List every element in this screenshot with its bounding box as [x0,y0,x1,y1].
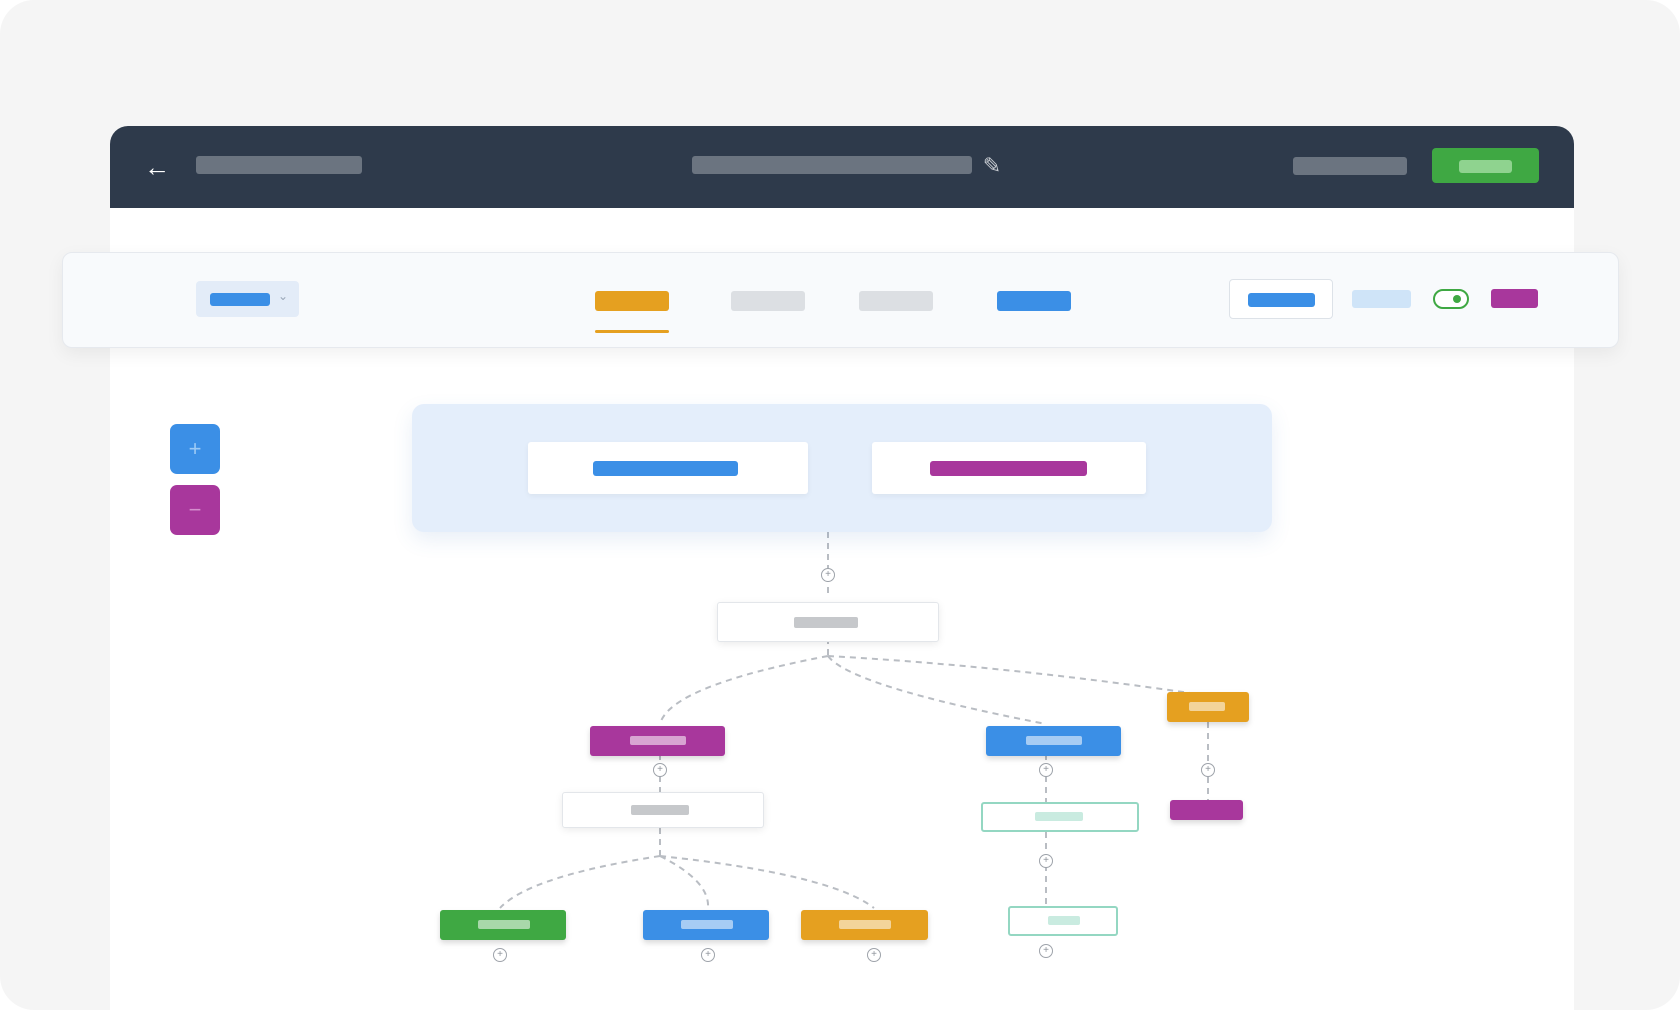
view-dropdown-value [210,293,270,306]
flow-node-action[interactable] [440,910,566,940]
trigger-card-primary[interactable] [528,442,808,494]
add-step-button[interactable]: + [653,763,667,777]
chevron-down-icon: ⌄ [278,289,289,303]
save-status[interactable] [1293,157,1407,175]
add-step-button[interactable]: + [1039,944,1053,958]
add-step-button[interactable]: + [1039,763,1053,777]
workflow-title[interactable] [692,156,972,174]
flow-node-label [1026,736,1082,745]
tab-active[interactable] [595,291,669,311]
breadcrumb[interactable] [196,156,362,174]
flow-node-condition[interactable] [562,792,764,828]
add-step-button[interactable]: + [493,948,507,962]
tab[interactable] [997,291,1071,311]
flow-node-label [794,617,858,628]
publish-button-label [1459,160,1512,173]
add-step-button[interactable]: + [701,948,715,962]
flow-node-action[interactable] [1170,800,1243,820]
flow-node-label [839,920,891,929]
tab[interactable] [731,291,805,311]
view-dropdown[interactable]: ⌄ [196,281,299,317]
flow-node-label [681,920,733,929]
flow-node-outline[interactable] [981,802,1139,832]
pencil-icon[interactable]: ✎ [982,153,1002,178]
flow-node-action[interactable] [643,910,769,940]
toolbar-button[interactable] [1229,279,1333,319]
flow-node-label [1048,916,1080,925]
flow-node-action[interactable] [801,910,928,940]
trigger-card-label [930,461,1087,476]
back-arrow-icon[interactable]: ← [144,152,170,182]
flow-node-action[interactable] [986,726,1121,756]
flow-node-label [1189,702,1225,711]
zoom-in-button[interactable]: + [170,424,220,474]
add-step-button[interactable]: + [867,948,881,962]
flow-node-label [631,805,689,815]
trigger-card-secondary[interactable] [872,442,1146,494]
add-step-button[interactable]: + [821,568,835,582]
trigger-card-label [593,461,738,476]
flow-node-label [1035,812,1083,821]
add-step-button[interactable]: + [1201,763,1215,777]
flow-node-condition[interactable] [717,602,939,642]
flow-connectors [499,532,1211,909]
toolbar-chip[interactable] [1352,290,1411,308]
toggle-knob [1453,295,1461,303]
add-step-button[interactable]: + [1039,854,1053,868]
toggle-switch[interactable] [1433,289,1469,309]
top-bar: ← ✎ [110,126,1574,208]
active-tab-underline [595,330,669,333]
flow-node-label [478,920,530,929]
trigger-panel [412,404,1272,532]
toolbar-button-label [1248,293,1315,307]
tab[interactable] [859,291,933,311]
toolbar-action[interactable] [1491,289,1538,308]
publish-button[interactable] [1432,148,1539,183]
flow-node-action[interactable] [590,726,725,756]
toolbar: ⌄ [62,252,1619,348]
zoom-out-button[interactable]: − [170,485,220,535]
flow-node-action[interactable] [1167,692,1249,722]
flow-node-label [630,736,686,745]
flow-node-outline[interactable] [1008,906,1118,936]
